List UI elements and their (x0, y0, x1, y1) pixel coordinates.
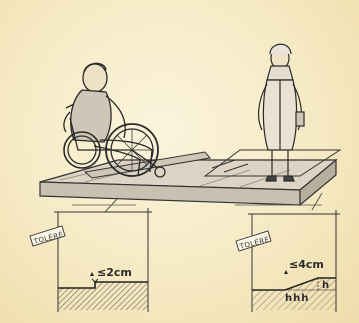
right-ramp-length-label: hhh (285, 293, 309, 304)
left-detail-box (54, 208, 152, 312)
wheelchair-user-figure (64, 63, 165, 177)
right-ramp-height-label: h (322, 280, 329, 291)
left-max-step-label: ≤2cm (97, 266, 132, 279)
platform-slab (40, 150, 340, 205)
right-connector-line (312, 193, 322, 210)
right-max-step-label: ≤4cm (289, 258, 324, 271)
